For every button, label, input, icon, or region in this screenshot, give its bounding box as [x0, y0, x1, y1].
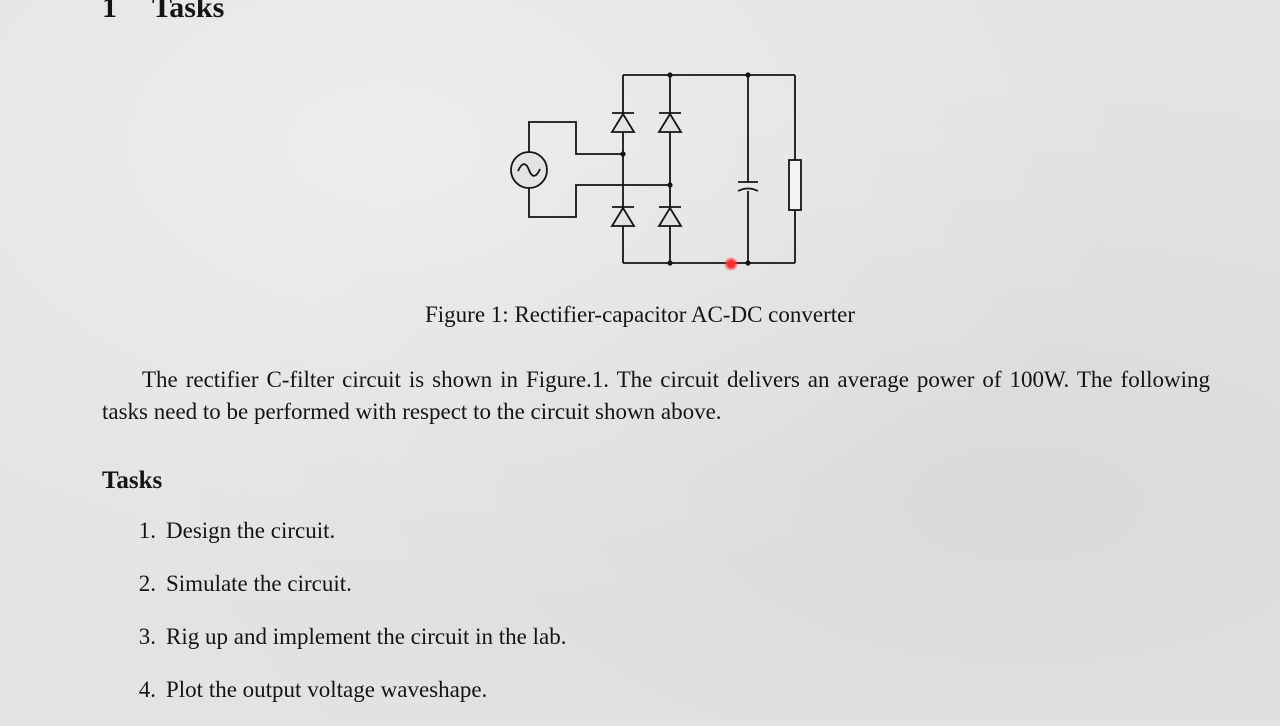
list-item-text: Simulate the circuit.: [166, 571, 352, 596]
figure-caption-text: Rectifier-capacitor AC-DC converter: [514, 302, 855, 327]
load-resistor-icon: [788, 159, 802, 211]
list-item-number: 3.: [138, 624, 156, 649]
rectifier-circuit-diagram: [510, 72, 802, 266]
diode-d3-icon: [610, 206, 636, 227]
section-number: 1: [102, 0, 117, 24]
capacitor-icon: [737, 181, 759, 192]
list-item-text: Design the circuit.: [166, 518, 336, 543]
tasks-heading: Tasks: [102, 467, 163, 494]
diode-d1-icon: [610, 112, 636, 133]
source-upper-wire: [528, 121, 623, 155]
section-heading: 1 Tasks: [102, 0, 224, 28]
junction-dots: [620, 72, 751, 266]
section-title: Tasks: [152, 0, 225, 24]
body-paragraph: The rectifier C-filter circuit is shown …: [102, 367, 1210, 424]
diode-d2-icon: [657, 112, 683, 133]
list-item-text: Rig up and implement the circuit in the …: [166, 624, 567, 649]
laser-pointer-dot: [724, 257, 738, 271]
source-lower-wire: [528, 184, 670, 218]
figure-label: Figure 1:: [424, 302, 509, 327]
ac-source-icon: [510, 151, 548, 189]
list-item-number: 1.: [138, 518, 156, 543]
list-item-number: 4.: [138, 677, 156, 702]
list-item-number: 2.: [138, 571, 156, 596]
figure-caption: Figure 1: Rectifier-capacitor AC-DC conv…: [0, 300, 1280, 330]
diode-d4-icon: [657, 206, 683, 227]
list-item-text: Plot the output voltage waveshape.: [166, 677, 488, 702]
circuit-figure: [500, 60, 810, 275]
